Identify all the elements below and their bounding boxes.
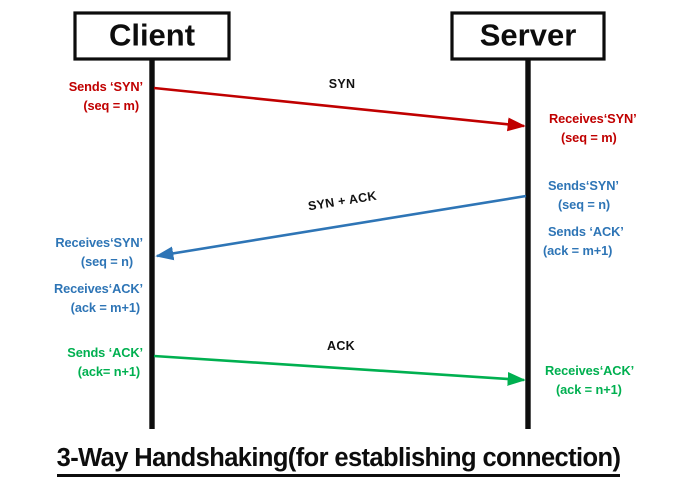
client-sends-syn-line1: Sends ‘SYN’ <box>69 79 143 94</box>
client-receives-ack-line1: Receives‘ACK’ <box>54 281 143 296</box>
client-box-label: Client <box>109 18 195 53</box>
server-receives-syn-line1: Receives‘SYN’ <box>549 111 637 126</box>
note-server-receives-ack: Receives‘ACK’ (ack = n+1) <box>545 363 634 397</box>
client-receives-syn-line2: (seq = n) <box>81 254 133 269</box>
client-sends-ack-line2: (ack= n+1) <box>78 364 140 379</box>
client-receives-ack-line2: (ack = m+1) <box>71 300 140 315</box>
note-server-receives-syn: Receives‘SYN’ (seq = m) <box>549 111 637 145</box>
server-sends-ack-line2: (ack = m+1) <box>543 243 612 258</box>
diagram-caption-text: 3-Way Handshaking(for establishing conne… <box>56 444 621 477</box>
server-sends-syn-line1: Sends‘SYN’ <box>548 178 619 193</box>
ack-arrow <box>153 354 526 386</box>
client-sends-syn-line2: (seq = m) <box>83 98 139 113</box>
server-receives-ack-line2: (ack = n+1) <box>556 382 622 397</box>
message-ack[interactable]: ACK <box>153 339 526 386</box>
server-receives-syn-line2: (seq = m) <box>561 130 617 145</box>
note-client-sends-syn: Sends ‘SYN’ (seq = m) <box>69 79 143 113</box>
syn-arrow-label: SYN <box>329 77 356 91</box>
note-server-sends-syn-ack: Sends‘SYN’ (seq = n) Sends ‘ACK’ (ack = … <box>543 178 624 258</box>
server-box-label: Server <box>480 18 577 53</box>
note-client-receives-syn-ack: Receives‘SYN’ (seq = n) Receives‘ACK’ (a… <box>54 235 143 315</box>
message-syn-ack[interactable]: SYN + ACK <box>155 189 527 261</box>
participant-client[interactable]: Client <box>73 11 231 61</box>
server-sends-syn-line2: (seq = n) <box>558 197 610 212</box>
ack-arrow-label: ACK <box>327 339 355 353</box>
participant-server[interactable]: Server <box>450 11 606 61</box>
server-sends-ack-line1: Sends ‘ACK’ <box>548 224 624 239</box>
syn-ack-arrow-label: SYN + ACK <box>307 189 378 214</box>
syn-ack-arrow <box>155 194 527 261</box>
syn-arrow <box>153 86 526 132</box>
note-client-sends-ack: Sends ‘ACK’ (ack= n+1) <box>67 345 143 379</box>
diagram-caption: 3-Way Handshaking(for establishing conne… <box>0 444 677 477</box>
client-receives-syn-line1: Receives‘SYN’ <box>55 235 143 250</box>
client-sends-ack-line1: Sends ‘ACK’ <box>67 345 143 360</box>
server-receives-ack-line1: Receives‘ACK’ <box>545 363 634 378</box>
message-syn[interactable]: SYN <box>153 77 526 132</box>
